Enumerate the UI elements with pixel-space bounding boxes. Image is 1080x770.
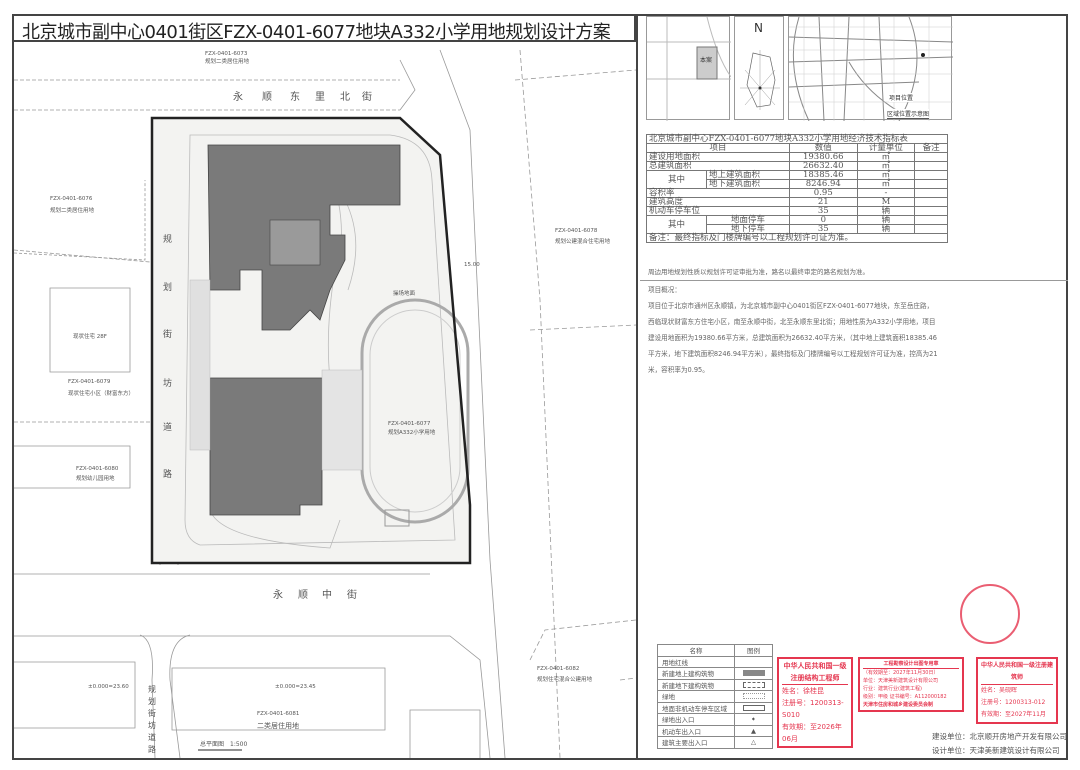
svg-text:道: 道 [148, 732, 156, 742]
svg-text:FZX-0401-6078: FZX-0401-6078 [555, 228, 598, 234]
index-table: 北京城市副中心FZX-0401-6077地块A332小学用地经济技术指标表 项目… [645, 134, 948, 243]
wind-rose-icon [740, 50, 780, 110]
svg-text:里: 里 [315, 91, 325, 103]
legend-item: 绿地 [657, 690, 773, 703]
svg-text:规划A332小学用地: 规划A332小学用地 [388, 428, 436, 436]
index-table-title: 北京城市副中心FZX-0401-6077地块A332小学用地经济技术指标表 [646, 134, 948, 144]
stamp-design-drawing: 工程勘察设计出图专用章 （有效期至：2027年11月30日）单位：天津美新建筑设… [858, 657, 964, 712]
svg-text:路: 路 [148, 744, 156, 754]
svg-text:二类居住用地: 二类居住用地 [257, 721, 299, 730]
svg-text:规: 规 [148, 684, 156, 694]
parcel-code: FZX-0401-6073 [205, 51, 248, 57]
legend-item: 新建地下建构筑物 [657, 678, 773, 691]
site-boundary [150, 116, 472, 565]
svg-text:FZX-0401-6080: FZX-0401-6080 [76, 466, 119, 472]
round-seal [960, 584, 1020, 644]
drawing-title: 北京城市副中心0401街区FZX-0401-6077地块A332小学用地规划设计… [12, 14, 636, 43]
svg-text:永: 永 [233, 90, 243, 103]
svg-text:规划住宅混合公建用地: 规划住宅混合公建用地 [537, 675, 593, 683]
svg-text:FZX-0401-6076: FZX-0401-6076 [50, 196, 93, 202]
svg-text:东: 东 [290, 90, 300, 103]
svg-text:坊: 坊 [148, 720, 156, 730]
svg-text:划: 划 [148, 696, 156, 706]
road-label-south: 永顺中街 [273, 588, 357, 601]
svg-text:路: 路 [163, 468, 172, 480]
legend-item: 新建地上建构筑物 [657, 667, 773, 680]
panel-divider [636, 14, 638, 760]
legend-item: 绿地出入口➧ [657, 713, 773, 726]
svg-text:街: 街 [362, 90, 372, 103]
svg-text:坊: 坊 [163, 377, 172, 389]
svg-text:顺: 顺 [298, 589, 308, 601]
svg-text:现状住宅小区（财富东方）: 现状住宅小区（财富东方） [68, 389, 134, 397]
svg-text:FZX-0401-6082: FZX-0401-6082 [537, 666, 579, 672]
svg-text:FZX-0401-6079: FZX-0401-6079 [68, 379, 111, 385]
svg-text:规划幼儿园用地: 规划幼儿园用地 [76, 474, 115, 482]
south-building [209, 377, 323, 516]
svg-text:规划二类居住用地: 规划二类居住用地 [205, 57, 250, 65]
svg-text:规划公建混合住宅用地: 规划公建混合住宅用地 [555, 237, 611, 245]
svg-text:±0.000=23.45: ±0.000=23.45 [275, 684, 316, 690]
legend-item: 建筑主要出入口△ [657, 736, 773, 749]
project-overview: 项目概况： 项目位于北京市通州区永顺镇，为北京城市副中心0401街区FZX-04… [648, 286, 938, 374]
site-keymap: 本案 [646, 16, 732, 121]
svg-text:中: 中 [322, 588, 332, 601]
svg-text:FZX-0401-6077: FZX-0401-6077 [388, 421, 431, 427]
svg-text:街: 街 [148, 708, 156, 718]
scale-title: 总平面图 [200, 740, 224, 748]
svg-text:现状住宅 28F: 现状住宅 28F [73, 332, 107, 340]
road-label-north: 永 顺 东 里 北街 [233, 90, 372, 103]
north-arrow: N [734, 16, 784, 120]
legend-item: 用地红线 [657, 655, 773, 668]
legend-table: 名称图例 用地红线 新建地上建构筑物 新建地下建构筑物 绿地 地面非机动车停车区… [657, 644, 773, 749]
scale-value: 1:500 [230, 741, 247, 748]
svg-text:划: 划 [163, 281, 172, 293]
svg-text:街: 街 [163, 328, 172, 340]
region-location-map: 项目位置 区域位置示意图 [788, 16, 954, 122]
svg-text:永: 永 [273, 588, 283, 601]
svg-text:规划二类居住用地: 规划二类居住用地 [50, 206, 95, 214]
triangle-outline-icon: △ [734, 736, 773, 749]
legend-item: 机动车出入口▲ [657, 724, 773, 737]
surrounding-note: 周边用地规划性质以规划许可证审批为准，路名以最终审定的路名规划为准。 [648, 268, 869, 276]
svg-text:顺: 顺 [262, 91, 272, 103]
svg-text:街: 街 [347, 588, 357, 601]
svg-text:道: 道 [163, 421, 172, 433]
index-table-note: 备注：最终指标及门楼牌编号以工程规划许可证为准。 [646, 233, 948, 243]
filled-triangle-icon: ▲ [734, 724, 773, 737]
north-label: N [754, 21, 763, 35]
svg-text:15.00: 15.00 [464, 262, 480, 268]
legend-item: 地面非机动车停车区域 [657, 701, 773, 714]
developer-info: 建设单位：北京顺开房地产开发有限公司 设计单位：天津美新建筑设计有限公司 [932, 732, 1067, 755]
arrow-icon: ➧ [734, 713, 773, 726]
svg-text:操场地面: 操场地面 [393, 289, 416, 297]
svg-text:±0.000=23.60: ±0.000=23.60 [88, 684, 129, 690]
svg-text:北: 北 [340, 91, 350, 103]
svg-text:规: 规 [163, 234, 172, 245]
site-plan: 永顺东里北街 永顺中街 规划街坊道路 规划街坊道路 FZX-0401-6073规… [14, 49, 636, 758]
svg-text:FZX-0401-6081: FZX-0401-6081 [257, 711, 299, 717]
